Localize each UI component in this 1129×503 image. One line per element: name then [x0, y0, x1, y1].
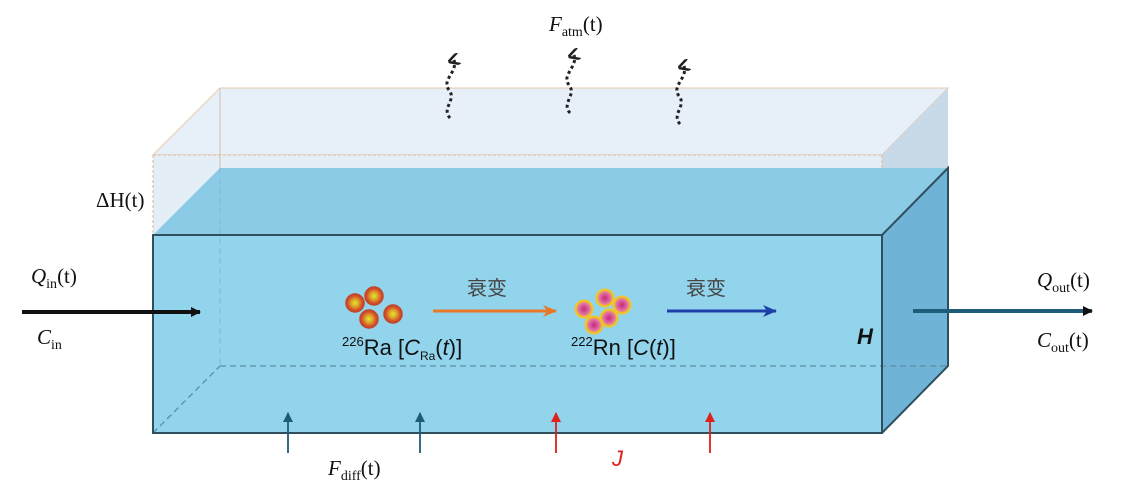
c-out-label: Cout(t)	[1037, 328, 1089, 356]
delta-h-label: ΔH(t)	[96, 188, 145, 212]
water-side-outline	[881, 165, 949, 434]
f-diff-label: Fdiff(t)	[328, 456, 381, 484]
rn-particle-cluster	[574, 288, 632, 335]
f-atm-label: Fatm(t)	[549, 12, 603, 40]
air-top-face	[151, 87, 950, 156]
water-top-surface	[153, 168, 948, 235]
hidden-left-bottom-edge	[152, 365, 221, 434]
water-front-face	[153, 235, 882, 433]
rn-222-label: 222Rn [C(t)]	[571, 334, 676, 360]
water-side-face	[882, 168, 948, 433]
ra-226-label: 226Ra [CRa(t)]	[342, 334, 463, 363]
c-in-label: Cin	[37, 325, 62, 353]
decay-label-1: 衰变	[467, 276, 507, 300]
water-front-outline	[152, 234, 883, 434]
j-label: J	[612, 446, 623, 471]
decay-label-2: 衰变	[686, 276, 726, 300]
q-out-label: Qout(t)	[1037, 268, 1090, 296]
depth-h-label: H	[857, 324, 873, 349]
q-in-label: Qin(t)	[31, 264, 77, 292]
ra-particle-cluster	[345, 286, 403, 329]
